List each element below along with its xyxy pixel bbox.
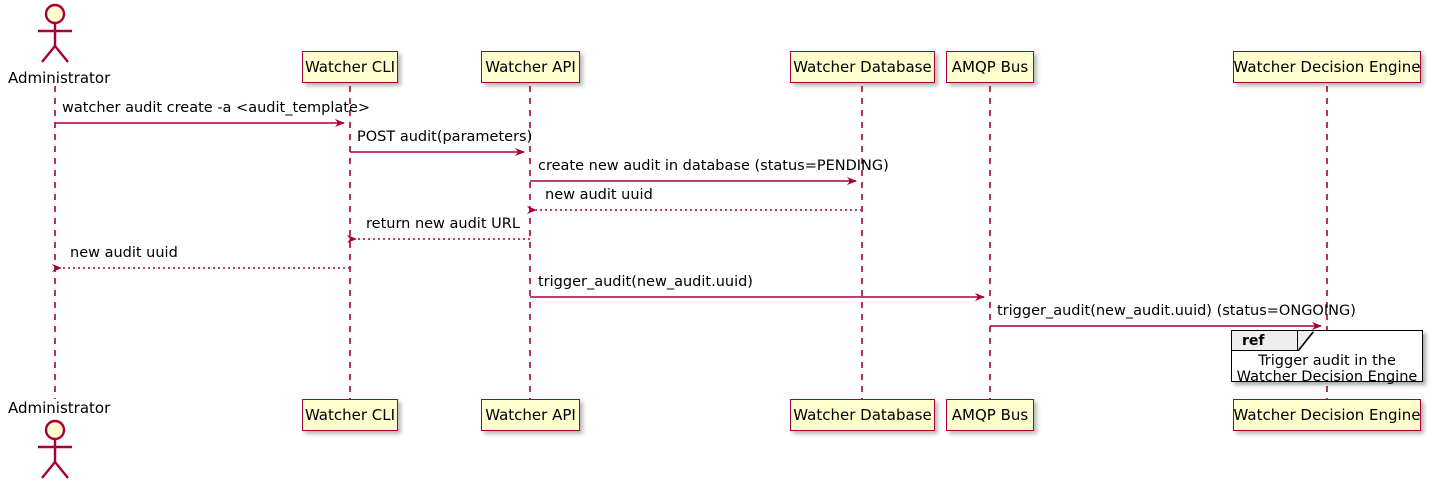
participant-label-amqp-bus-bottom: AMQP Bus [951, 405, 1029, 424]
participant-label-watcher-cli-bottom: Watcher CLI [304, 405, 396, 424]
participant-box-watcher-api-bottom[interactable]: Watcher API [481, 399, 580, 431]
participant-box-amqp-bus-top[interactable]: AMQP Bus [946, 51, 1034, 83]
message-label-8: trigger_audit(new_audit.uuid) (status=ON… [997, 303, 1356, 319]
ref-fragment-box[interactable]: ref Trigger audit in the Watcher Decisio… [1231, 330, 1423, 385]
participant-box-watcher-database-bottom[interactable]: Watcher Database [790, 399, 935, 431]
participant-box-watcher-cli-bottom[interactable]: Watcher CLI [302, 399, 398, 431]
participant-label-watcher-database-top: Watcher Database [793, 57, 932, 76]
participant-box-watcher-api-top[interactable]: Watcher API [481, 51, 580, 83]
participant-box-watcher-cli-top[interactable]: Watcher CLI [302, 51, 398, 83]
actor-label-administrator-top: Administrator [8, 69, 111, 87]
message-label-3: create new audit in database (status=PEN… [538, 158, 889, 174]
ref-fragment-line-2: Watcher Decision Engine [1236, 369, 1418, 385]
participant-box-watcher-decision-engine-top[interactable]: Watcher Decision Engine [1233, 51, 1421, 83]
participant-box-watcher-database-top[interactable]: Watcher Database [790, 51, 935, 83]
actor-icon-administrator-top [38, 3, 72, 63]
participant-label-watcher-api-bottom: Watcher API [485, 405, 576, 424]
message-label-6: new audit uuid [70, 245, 178, 261]
participant-label-watcher-cli-top: Watcher CLI [304, 57, 396, 76]
ref-fragment-tab-corner [1298, 331, 1314, 351]
message-label-2: POST audit(parameters) [357, 129, 533, 145]
ref-fragment-tab-label: ref [1242, 333, 1265, 349]
message-label-4: new audit uuid [545, 187, 653, 203]
ref-fragment-body: Trigger audit in the Watcher Decision En… [1232, 353, 1422, 385]
participant-label-watcher-decision-engine-bottom: Watcher Decision Engine [1233, 405, 1421, 424]
participant-label-watcher-database-bottom: Watcher Database [793, 405, 932, 424]
actor-label-administrator-bottom: Administrator [8, 399, 111, 417]
participant-box-watcher-decision-engine-bottom[interactable]: Watcher Decision Engine [1233, 399, 1421, 431]
ref-fragment-tab: ref [1232, 331, 1298, 351]
participant-label-amqp-bus-top: AMQP Bus [951, 57, 1029, 76]
message-label-1: watcher audit create -a <audit_template> [62, 100, 371, 116]
message-label-5: return new audit URL [366, 216, 520, 232]
participant-label-watcher-decision-engine-top: Watcher Decision Engine [1233, 57, 1421, 76]
participant-label-watcher-api-top: Watcher API [485, 57, 576, 76]
message-label-7: trigger_audit(new_audit.uuid) [538, 274, 753, 290]
participant-box-amqp-bus-bottom[interactable]: AMQP Bus [946, 399, 1034, 431]
actor-icon-administrator-bottom [38, 419, 72, 479]
ref-fragment-line-1: Trigger audit in the [1258, 353, 1396, 369]
